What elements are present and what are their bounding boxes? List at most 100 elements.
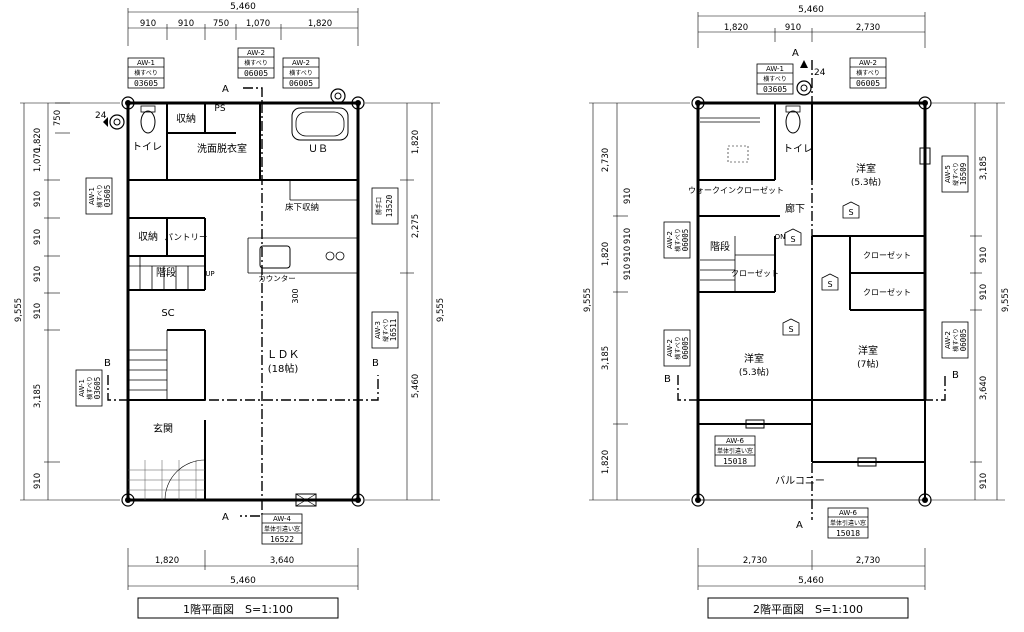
floor1-dim-left-part: 3,185 <box>33 384 43 408</box>
floor1-dim-right-total: 9,555 <box>436 298 446 322</box>
svg-text:AW-1: AW-1 <box>766 65 784 73</box>
floor2-dim-right-part: 3,640 <box>979 376 989 400</box>
floor1-dim-top-part: 1,070 <box>246 19 270 29</box>
room-label: (5.3帖) <box>739 366 769 378</box>
room-label: ＵＢ <box>308 144 328 155</box>
room-label: SC <box>161 308 174 319</box>
svg-text:S: S <box>788 325 793 334</box>
floor1-dim-left-part: 1,070 <box>33 148 43 172</box>
floor1-left-dimensions: 9,555 1,820 750 1,070 910 910 910 910 3,… <box>14 102 120 501</box>
window-tag: AW-6 単体引違い窓 15018 <box>827 507 869 539</box>
floor1-dim-left-part: 750 <box>53 110 63 126</box>
floor2-dim-bottom-part: 2,730 <box>856 556 880 566</box>
svg-text:AW-6: AW-6 <box>726 437 745 445</box>
svg-text:06005: 06005 <box>289 79 313 88</box>
section-mark-a: A <box>792 48 799 59</box>
floor1-dim-left-total: 9,555 <box>14 298 24 322</box>
floor1-plan: 5,460 910 910 750 1,070 1,820 9,555 1,82… <box>14 2 446 619</box>
svg-text:AW-2: AW-2 <box>666 231 674 249</box>
floor2-dim-right-total: 9,555 <box>1001 288 1011 312</box>
floor2-walls <box>696 101 927 501</box>
svg-text:AW-6: AW-6 <box>839 509 858 517</box>
floor1-right-dimensions: 1,820 2,275 5,460 9,555 <box>365 102 446 501</box>
window-tag: AW-2 横すべり 06005 <box>282 57 320 89</box>
svg-text:06005: 06005 <box>244 69 268 78</box>
svg-text:横すべり: 横すべり <box>96 184 104 208</box>
floor1-dim-top-part: 750 <box>213 19 229 29</box>
floor1-dim-top-part: 910 <box>178 19 194 29</box>
window-tag: 勝手口 13520 <box>371 187 399 225</box>
svg-text:13520: 13520 <box>385 194 394 217</box>
floor1-title: 1階平面図 S=1:100 <box>183 602 293 616</box>
svg-text:AW-1: AW-1 <box>78 379 86 397</box>
floor2-room-labels: トイレ 洋室 (5.3帖) ウォークインクローゼット 廊下 ON 階段 クローゼ… <box>688 144 911 487</box>
window-tag: AW-2 横すべり 06005 <box>849 57 887 89</box>
svg-text:S: S <box>848 208 853 217</box>
floor1-bottom-dimensions: 1,820 3,640 5,460 <box>127 548 359 590</box>
svg-text:03605: 03605 <box>134 79 158 88</box>
floor1-dim-top-part: 910 <box>140 19 156 29</box>
svg-text:16509: 16509 <box>959 163 968 186</box>
floor2-left-dimensions: 9,555 2,730 1,820 910 910 910 910 3,185 … <box>583 102 690 501</box>
svg-text:横すべり: 横すべり <box>244 59 268 67</box>
room-label: (5.3帖) <box>851 176 881 188</box>
floor2-dim-top-part: 910 <box>785 23 801 33</box>
window-tag: AW-2 横すべり 06005 <box>663 329 691 367</box>
room-label: カウンター <box>258 274 296 283</box>
svg-text:03605: 03605 <box>763 85 787 94</box>
floor1-stairs <box>128 256 205 391</box>
floor1-dim-top-total: 5,460 <box>230 2 256 12</box>
floor1-entrance-tiles <box>128 459 206 501</box>
svg-text:16511: 16511 <box>389 319 398 342</box>
room-label: クローゼット <box>863 287 911 297</box>
outlet-icon: S <box>842 201 860 219</box>
window-tag: AW-1 横すべり 03605 <box>127 57 165 89</box>
svg-text:03605: 03605 <box>93 377 102 400</box>
svg-text:06005: 06005 <box>681 229 690 252</box>
room-label: 収納 <box>138 230 158 243</box>
section-mark-a: A <box>796 520 803 531</box>
svg-text:横すべり: 横すべり <box>674 228 682 252</box>
svg-text:S: S <box>827 280 832 289</box>
floor1-dim-top-part: 1,820 <box>308 19 332 29</box>
floor2-fixtures <box>700 105 931 467</box>
room-label: (18帖) <box>268 362 299 375</box>
floor2-title: 2階平面図 S=1:100 <box>753 602 863 616</box>
floor1-dim-left-part: 1,820 <box>33 128 43 152</box>
svg-text:横すべり: 横すべり <box>289 69 313 77</box>
floor2-dim-left-part: 1,820 <box>601 242 611 266</box>
svg-text:横すべり: 横すべり <box>763 75 787 83</box>
room-label: クローゼット <box>863 250 911 260</box>
room-label: 玄関 <box>153 422 173 435</box>
section-mark-a: A <box>222 512 229 523</box>
room-label: 階段 <box>156 266 176 279</box>
svg-text:15018: 15018 <box>836 529 860 538</box>
floor1-top-dimensions: 5,460 910 910 750 1,070 1,820 <box>127 2 359 46</box>
room-label: 洋室 <box>856 162 876 175</box>
floor2-corner-columns <box>691 96 932 507</box>
floor2-dim-bottom-part: 2,730 <box>743 556 767 566</box>
fan-icon: 24 <box>796 60 826 96</box>
svg-text:横すべり: 横すべり <box>134 69 158 77</box>
floor1-dim-left-part: 910 <box>33 229 43 245</box>
svg-text:AW-1: AW-1 <box>88 187 96 205</box>
section-mark-b: B <box>104 358 111 369</box>
svg-text:16522: 16522 <box>270 535 294 544</box>
floor1-dim-right-part: 2,275 <box>411 214 421 238</box>
svg-text:AW-2: AW-2 <box>944 331 952 349</box>
floor1-corner-columns <box>121 96 365 507</box>
floor1-room-labels: 収納 PS 洗面脱衣室 ＵＢ トイレ 床下収納 収納 パントリー 階段 UP カ… <box>132 104 328 435</box>
svg-text:AW-2: AW-2 <box>666 339 674 357</box>
floor2-dim-left-part: 1,820 <box>601 450 611 474</box>
svg-text:単体引違い窓: 単体引違い窓 <box>717 447 753 455</box>
floor2-dim-right-part: 3,185 <box>979 156 989 180</box>
floor2-dim-top-part: 1,820 <box>724 23 748 33</box>
svg-text:単体引違い窓: 単体引違い窓 <box>830 519 866 527</box>
room-label: 収納 <box>176 112 196 125</box>
section-mark-b: B <box>952 370 959 381</box>
window-tag: AW-4 単体引違い窓 16522 <box>261 513 303 545</box>
floor2-dim-right-part: 910 <box>979 247 989 263</box>
svg-text:06005: 06005 <box>856 79 880 88</box>
room-label: ウォークインクローゼット <box>688 185 784 195</box>
